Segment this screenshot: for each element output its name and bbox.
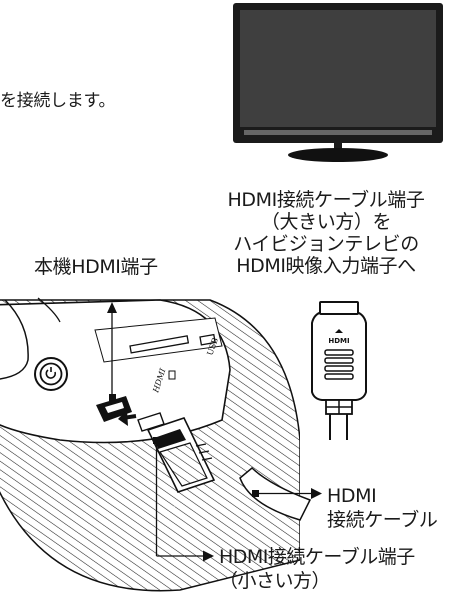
tv-caption: HDMI接続ケーブル端子 （大きい方）を ハイビジョンテレビの HDMI映像入力… <box>188 189 464 277</box>
tv-caption-line-1: HDMI接続ケーブル端子 <box>227 189 425 211</box>
tv-caption-line-4: HDMI映像入力端子へ <box>236 255 416 277</box>
small-end-label: HDMI接続ケーブル端子 （小さい方） <box>219 545 415 593</box>
intro-partial-text: を接続します。 <box>0 91 116 111</box>
hdmi-cable-label: HDMI 接続ケーブル <box>327 484 438 532</box>
port-pointer-arrow <box>107 302 117 401</box>
small-end-label-line-1: HDMI接続ケーブル端子 <box>219 546 415 568</box>
tv-illustration <box>233 3 443 162</box>
tv-caption-line-2: （大きい方）を <box>260 211 392 233</box>
connector-logo-text: HDMI <box>328 337 349 345</box>
usb-port <box>199 333 216 346</box>
power-button-icon <box>34 357 68 391</box>
small-end-pointer <box>153 437 214 562</box>
device-hdmi-port-label: 本機HDMI端子 <box>34 256 158 278</box>
hdmi-port <box>96 396 132 422</box>
hdmi-logo-arrow-icon <box>335 329 343 333</box>
small-end-label-line-2: （小さい方） <box>219 570 331 592</box>
small-hdmi-connector <box>137 412 312 521</box>
cable-label-pointer <box>252 488 322 499</box>
tv-caption-line-3: ハイビジョンテレビの <box>233 233 419 255</box>
cable-label-line-2: 接続ケーブル <box>327 509 438 531</box>
cable-label-line-1: HDMI <box>327 485 377 507</box>
card-slot <box>129 335 190 354</box>
large-hdmi-connector: HDMI <box>311 301 367 440</box>
small-icon <box>168 370 176 380</box>
device-illustration: USB HDMI <box>0 297 300 592</box>
tv-stand <box>288 148 388 162</box>
